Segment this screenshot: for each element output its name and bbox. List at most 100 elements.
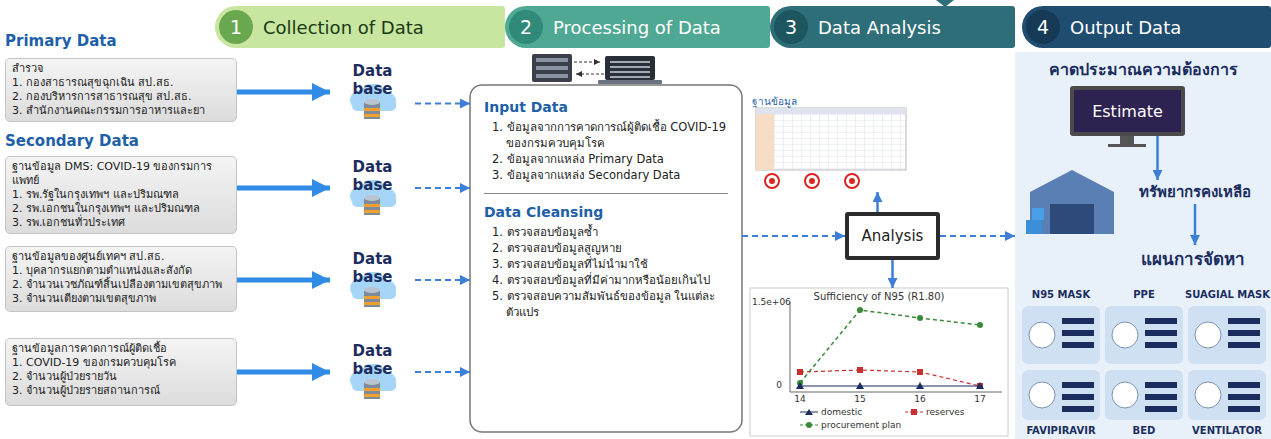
connector bbox=[237, 370, 330, 375]
item-bar bbox=[1228, 406, 1260, 412]
processing-box: Input Data1. ข้อมูลจากการคาดการณ์ผู้ติดเ… bbox=[470, 85, 742, 432]
item-icon bbox=[1112, 322, 1138, 348]
item-bar bbox=[1062, 342, 1094, 348]
node-text: Data Analysis bbox=[818, 17, 941, 38]
source-box: ฐานข้อมูลของศูนย์เทคฯ สป.สธ.1. บุคลากรแย… bbox=[5, 246, 237, 312]
connector bbox=[415, 371, 470, 373]
item-bar bbox=[1145, 330, 1177, 336]
node-text: 1. COVID-19 ของกรมควบคุมโรค bbox=[12, 356, 230, 370]
item-tile bbox=[1188, 306, 1266, 364]
item-bar bbox=[1145, 382, 1177, 388]
item-bar bbox=[1228, 382, 1260, 388]
stage-number: 4 bbox=[1026, 10, 1060, 44]
connector bbox=[237, 90, 330, 95]
node-text: 5. ตรวจสอบความสัมพันธ์ของข้อมูล ในแต่ละต… bbox=[484, 288, 728, 320]
output-panel: คาดประมาณความต้องการ Estimate ทรัพยากรคงเห… bbox=[1015, 52, 1271, 439]
connector bbox=[891, 260, 894, 288]
node-text: ทรัพยากรคงเหลือ bbox=[1130, 180, 1260, 204]
node-text: 3. จำนวนผู้ป่วยรายสถานการณ์ bbox=[12, 384, 230, 398]
connector bbox=[415, 187, 470, 189]
item-tile bbox=[1022, 306, 1100, 364]
node-text: Data base bbox=[330, 342, 415, 378]
server-icon bbox=[532, 54, 662, 84]
item-icon bbox=[1029, 382, 1055, 408]
node-text: BED bbox=[1103, 424, 1185, 437]
item-icon bbox=[1195, 382, 1221, 408]
connector bbox=[742, 235, 845, 237]
item-icon bbox=[1029, 322, 1055, 348]
database-node: Data base bbox=[330, 62, 415, 122]
node-text: 3. ข้อมูลจากแหล่ง Secondary Data bbox=[484, 167, 728, 183]
connector bbox=[237, 278, 330, 283]
item-bar bbox=[1062, 382, 1094, 388]
item-bar bbox=[1145, 394, 1177, 400]
node-text: 1. รพ.รัฐในกรุงเทพฯ และปริมณฑล bbox=[12, 188, 230, 202]
estimate-monitor: Estimate bbox=[1070, 86, 1185, 136]
connector bbox=[415, 279, 470, 281]
connector bbox=[1194, 204, 1197, 245]
item-label: BED bbox=[1103, 424, 1185, 438]
node-text: FAVIPIRAVIR bbox=[1020, 424, 1102, 437]
node-text: 2. จำนวนเวชภัณฑ์สิ้นเปลืองตามเขตสุขภาพ bbox=[12, 278, 230, 292]
node-text: 1. กองสาธารณสุขฉุกเฉิน สป.สธ. bbox=[12, 76, 230, 90]
stage-bar: 4 Output Data bbox=[1022, 6, 1271, 48]
node-text: 2. ตรวจสอบข้อมูลสูญหาย bbox=[484, 240, 728, 256]
item-label: PPE bbox=[1103, 288, 1185, 304]
spreadsheet-thumbnail bbox=[756, 108, 906, 188]
node-text: N95 MASK bbox=[1020, 288, 1102, 301]
item-bar bbox=[1062, 318, 1094, 324]
database-node: Data base bbox=[330, 158, 415, 218]
node-text: Data base bbox=[330, 62, 415, 98]
legend-text: procurement plan bbox=[821, 420, 901, 430]
legend-text: domestic bbox=[821, 407, 862, 417]
source-box: สำรวจ1. กองสาธารณสุขฉุกเฉิน สป.สธ.2. กอง… bbox=[5, 58, 237, 122]
item-tile bbox=[1022, 370, 1100, 420]
axis-tick: 1.5e+06 bbox=[752, 297, 791, 307]
item-bar bbox=[1145, 342, 1177, 348]
node-text: 3. สำนักงานคณะกรรมการอาหารและยา bbox=[12, 104, 230, 118]
node-text: 3. จำนวนเตียงตามเขตสุขภาพ bbox=[12, 292, 230, 306]
stage-bar: 3Data Analysis bbox=[770, 6, 1015, 48]
legend-sample bbox=[800, 407, 818, 417]
item-bar bbox=[1228, 318, 1260, 324]
line-chart bbox=[750, 288, 1008, 436]
axis-tick: 15 bbox=[850, 394, 870, 404]
source-box: ฐานข้อมูลการคาดการณ์ผู้ติดเชื้อ1. COVID-… bbox=[5, 338, 237, 406]
node-text: Estimate bbox=[1092, 102, 1163, 121]
legend-entry: procurement plan bbox=[800, 420, 901, 430]
legend-sample bbox=[800, 420, 818, 430]
item-label: VENTILATOR bbox=[1185, 424, 1269, 438]
node-text: PPE bbox=[1103, 288, 1185, 301]
node-text: 2. จำนวนผู้ป่วยรายวัน bbox=[12, 370, 230, 384]
node-text: 4. ตรวจสอบข้อมูลที่มีค่ามากหรือน้อยเกินไ… bbox=[484, 272, 728, 288]
node-text: ฐานข้อมูล bbox=[752, 94, 910, 109]
node-text: Data base bbox=[330, 250, 415, 286]
resource-label: ทรัพยากรคงเหลือ bbox=[1130, 180, 1260, 204]
axis-tick: 0 bbox=[772, 380, 786, 390]
stage-bar: 1Collection of Data bbox=[215, 6, 505, 48]
connector bbox=[876, 192, 879, 212]
node-text: Data Cleansing bbox=[484, 193, 728, 220]
item-icon bbox=[1195, 322, 1221, 348]
axis-tick: 16 bbox=[910, 394, 930, 404]
spreadsheet: ฐานข้อมูล bbox=[752, 94, 910, 192]
node-text: 2. กองบริหารการสาธารณสุข สป.สธ. bbox=[12, 90, 230, 104]
node-text: Output Data bbox=[1070, 17, 1181, 38]
node-text: VENTILATOR bbox=[1185, 424, 1269, 437]
stage-bar: 2Processing of Data bbox=[505, 6, 770, 48]
axis-tick: 17 bbox=[970, 394, 990, 404]
item-tile bbox=[1105, 306, 1183, 364]
node-text: ฐานข้อมูล DMS: COVID-19 ของกรมการแพทย์ bbox=[12, 160, 230, 188]
node-text: Data base bbox=[330, 158, 415, 194]
output-panel-ground bbox=[1015, 52, 1271, 439]
section-heading: Primary Data bbox=[5, 32, 117, 50]
node-text: Processing of Data bbox=[553, 17, 721, 38]
node-text: ฐานข้อมูลของศูนย์เทคฯ สป.สธ. bbox=[12, 250, 230, 264]
item-icon bbox=[1112, 382, 1138, 408]
node-text: 1. บุคลากรแยกตามตำแหน่งและสังกัด bbox=[12, 264, 230, 278]
item-label: SUAGIAL MASK bbox=[1185, 288, 1269, 304]
node-text: Input Data bbox=[484, 99, 728, 115]
legend-sample bbox=[905, 407, 923, 417]
node-text: คาดประมาณความต้องการ bbox=[1015, 52, 1271, 82]
item-tile bbox=[1188, 370, 1266, 420]
